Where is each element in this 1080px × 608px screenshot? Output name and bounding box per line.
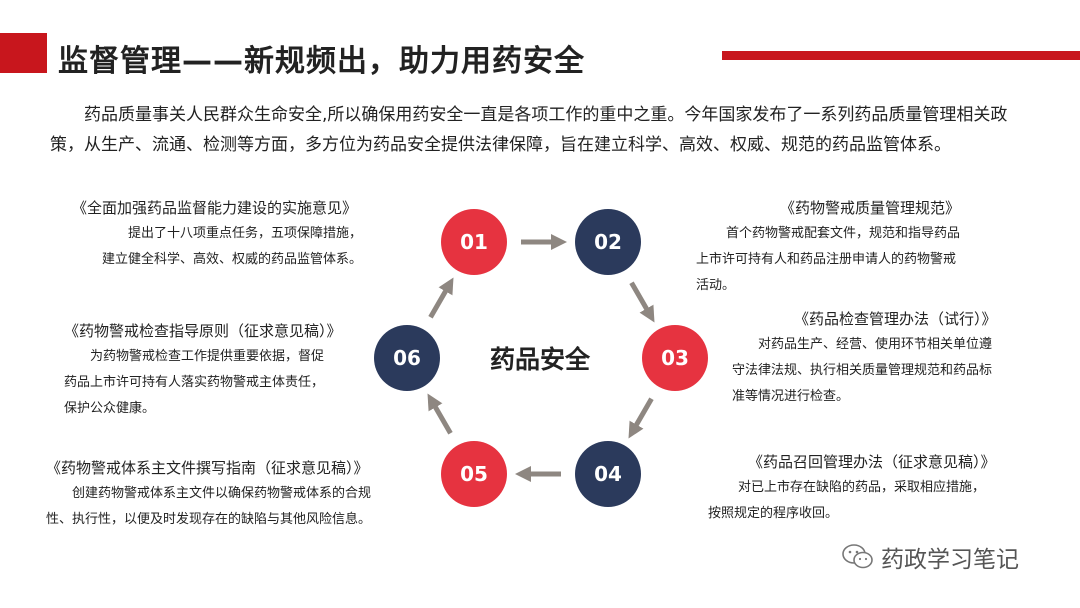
- cycle-center-label: 药品安全: [489, 345, 590, 374]
- cycle-node-05: [441, 441, 507, 507]
- cycle-arrow-2: [629, 281, 655, 323]
- watermark-text: 药政学习笔记: [881, 547, 1019, 573]
- policy-line: 建立健全科学、高效、权威的药品监管体系。: [102, 252, 363, 267]
- cycle-node-label-01: 01: [460, 230, 488, 254]
- policy-title-2: 《药物警戒质量管理规范》: [780, 199, 961, 217]
- title-accent-right: [722, 51, 1080, 60]
- watermark: 药政学习笔记: [841, 540, 1019, 574]
- policy-line: 对已上市存在缺陷的药品，采取相应措施，: [738, 480, 986, 495]
- policy-line: 活动。: [696, 278, 736, 293]
- cycle-arrow-3: [628, 397, 654, 439]
- cycle-arrow-5: [427, 393, 453, 435]
- policy-block-5: 《药物警戒体系主文件撰写指南（征求意见稿）》 创建药物警戒体系主文件以确保药物警…: [46, 455, 371, 533]
- policy-line: 准等情况进行检查。: [732, 389, 850, 404]
- cycle-node-06: [374, 325, 440, 391]
- policy-block-2: 《药物警戒质量管理规范》 首个药物警戒配套文件，规范和指导药品 上市许可持有人和…: [696, 195, 960, 299]
- cycle-arrow-6: [428, 277, 454, 319]
- cycle-node-04: [575, 441, 641, 507]
- policy-title-6: 《药品召回管理办法（征求意见稿）》: [748, 453, 996, 471]
- cycle-node-label-02: 02: [594, 230, 622, 254]
- title-accent-left: [0, 33, 47, 73]
- policy-line: 守法律法规、执行相关质量管理规范和药品标: [732, 363, 993, 378]
- cycle-node-01: [441, 209, 507, 275]
- cycle-node-label-06: 06: [393, 346, 421, 370]
- policy-line: 保护公众健康。: [64, 401, 156, 416]
- intro-paragraph: 药品质量事关人民群众生命安全,所以确保用药安全一直是各项工作的重中之重。今年国家…: [50, 100, 1040, 160]
- policy-line: 首个药物警戒配套文件，规范和指导药品: [726, 226, 961, 241]
- policy-line: 上市许可持有人和药品注册申请人的药物警戒: [696, 252, 957, 267]
- policy-line: 为药物警戒检查工作提供重要依据，督促: [90, 349, 325, 364]
- policy-line: 对药品生产、经营、使用环节相关单位遵: [758, 337, 993, 352]
- policy-block-1: 《全面加强药品监督能力建设的实施意见》 提出了十八项重点任务，五项保障措施， 建…: [72, 195, 362, 273]
- policy-line: 性、执行性，以便及时发现存在的缺陷与其他风险信息。: [46, 512, 372, 527]
- page-title: 监督管理——新规频出，助力用药安全: [58, 44, 585, 79]
- cycle-node-label-04: 04: [594, 462, 622, 486]
- policy-title-5: 《药物警戒体系主文件撰写指南（征求意见稿）》: [46, 459, 369, 477]
- policy-line: 提出了十八项重点任务，五项保障措施，: [128, 226, 363, 241]
- policy-line: 按照规定的程序收回。: [708, 506, 839, 521]
- wechat-icon: [842, 544, 873, 569]
- policy-line: 药品上市许可持有人落实药物警戒主体责任，: [64, 375, 325, 390]
- policy-line: 创建药物警戒体系主文件以确保药物警戒体系的合规: [72, 486, 372, 501]
- policy-block-3: 《药物警戒检查指导原则（征求意见稿）》 为药物警戒检查工作提供重要依据，督促 药…: [64, 318, 342, 422]
- policy-title-1: 《全面加强药品监督能力建设的实施意见》: [72, 199, 358, 217]
- policy-block-6: 《药品召回管理办法（征求意见稿）》 对已上市存在缺陷的药品，采取相应措施， 按照…: [690, 449, 996, 527]
- cycle-node-03: [642, 325, 708, 391]
- policy-title-4: 《药品检查管理办法（试行）》: [794, 310, 997, 328]
- policy-title-3: 《药物警戒检查指导原则（征求意见稿）》: [64, 322, 342, 340]
- cycle-node-label-03: 03: [661, 346, 689, 370]
- policy-block-4: 《药品检查管理办法（试行）》 对药品生产、经营、使用环节相关单位遵 守法律法规、…: [732, 306, 997, 410]
- cycle-node-02: [575, 209, 641, 275]
- cycle-node-label-05: 05: [460, 462, 488, 486]
- intro-text: 药品质量事关人民群众生命安全,所以确保用药安全一直是各项工作的重中之重。今年国家…: [50, 105, 1008, 155]
